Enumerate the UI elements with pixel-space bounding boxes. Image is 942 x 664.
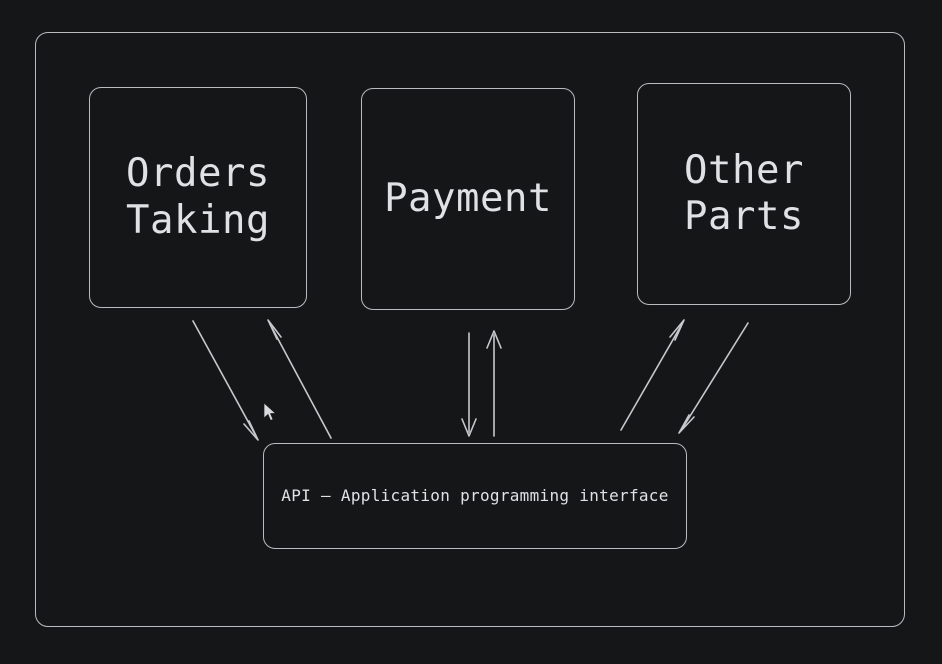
node-other-parts[interactable]: Other Parts bbox=[637, 83, 851, 305]
node-api[interactable]: API – Application programming interface bbox=[263, 443, 687, 549]
mouse-pointer-icon bbox=[263, 402, 277, 421]
node-payment[interactable]: Payment bbox=[361, 88, 575, 310]
node-orders-taking-label: Orders Taking bbox=[126, 151, 270, 243]
node-payment-label: Payment bbox=[384, 175, 552, 221]
node-other-parts-label: Other Parts bbox=[684, 147, 804, 239]
system-boundary-container bbox=[35, 32, 905, 627]
node-api-label: API – Application programming interface bbox=[281, 485, 669, 505]
node-orders-taking[interactable]: Orders Taking bbox=[89, 87, 307, 308]
